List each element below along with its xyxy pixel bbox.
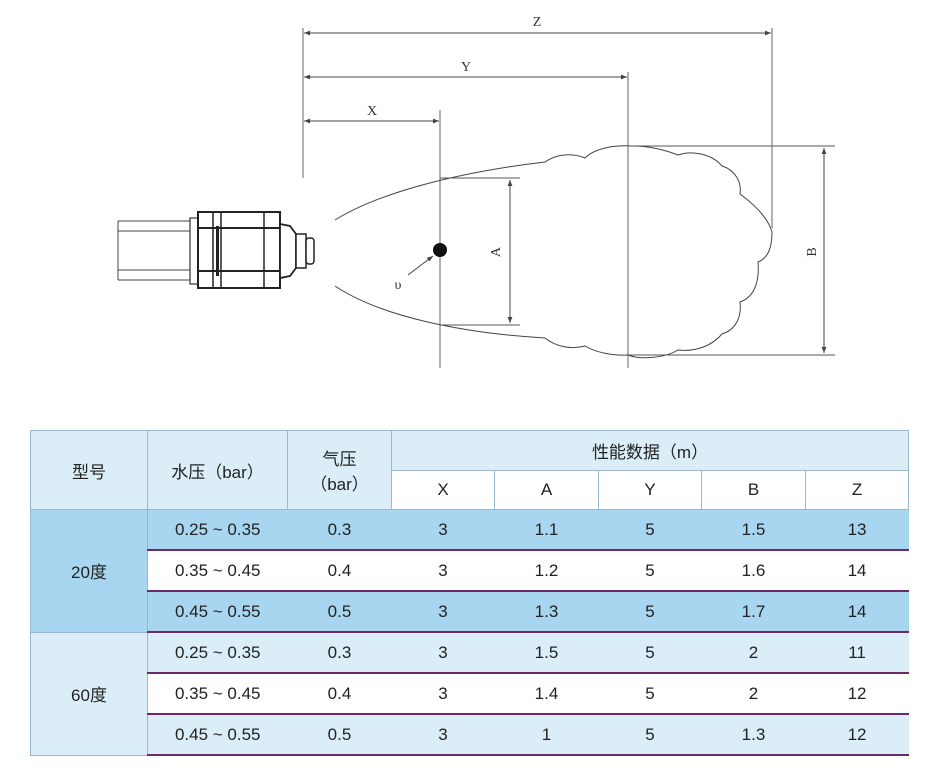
air-pressure-cell: 0.4 xyxy=(287,550,392,592)
z-cell: 14 xyxy=(805,591,909,633)
spray-diagram: Z Y X A B υ xyxy=(117,15,835,368)
angle-pointer xyxy=(407,255,434,276)
droplet-marker xyxy=(433,243,447,257)
water-pressure-cell: 0.25 ~ 0.35 xyxy=(147,632,288,674)
header-air-pressure: 气压 （bar） xyxy=(287,430,392,510)
b-cell: 1.5 xyxy=(701,509,806,551)
x-label: X xyxy=(367,104,377,119)
y-cell: 5 xyxy=(598,550,702,592)
b-label: B xyxy=(805,247,820,256)
air-pressure-cell: 0.4 xyxy=(287,673,392,715)
header-water-pressure: 水压（bar） xyxy=(147,430,288,510)
a-cell: 1 xyxy=(494,714,599,756)
water-pressure-cell: 0.25 ~ 0.35 xyxy=(147,509,288,551)
header-z: Z xyxy=(804,470,910,510)
b-cell: 1.7 xyxy=(701,591,806,633)
water-pressure-cell: 0.35 ~ 0.45 xyxy=(147,550,288,592)
air-pressure-cell: 0.3 xyxy=(287,632,392,674)
b-cell: 1.6 xyxy=(701,550,806,592)
z-cell: 12 xyxy=(805,673,909,715)
x-cell: 3 xyxy=(391,673,495,715)
b-cell: 2 xyxy=(701,673,806,715)
x-cell: 3 xyxy=(391,714,495,756)
a-cell: 1.1 xyxy=(494,509,599,551)
water-pressure-cell: 0.35 ~ 0.45 xyxy=(147,673,288,715)
y-cell: 5 xyxy=(598,673,702,715)
table-row: 0.45 ~ 0.55 0.5 3 1.3 5 1.7 14 xyxy=(31,591,909,633)
spray-plume-outline xyxy=(334,145,773,359)
performance-table: 型号 水压（bar） 气压 （bar） 性能数据（m） X A Y B Z 20… xyxy=(30,430,910,756)
air-pressure-cell: 0.5 xyxy=(287,591,392,633)
table-row: 60度 0.25 ~ 0.35 0.3 3 1.5 5 2 11 xyxy=(30,632,909,756)
a-cell: 1.4 xyxy=(494,673,599,715)
b-cell: 1.3 xyxy=(701,714,806,756)
header-model: 型号 xyxy=(30,430,148,510)
x-cell: 3 xyxy=(391,591,495,633)
header-y: Y xyxy=(598,470,702,510)
water-pressure-cell: 0.45 ~ 0.55 xyxy=(147,591,288,633)
header-air-pressure-line2: （bar） xyxy=(310,475,369,494)
table-row: 0.35 ~ 0.45 0.4 3 1.4 5 2 12 xyxy=(31,673,909,715)
model-cell: 20度 xyxy=(30,509,148,633)
a-cell: 1.2 xyxy=(494,550,599,592)
b-cell: 2 xyxy=(701,632,806,674)
table-row: 0.45 ~ 0.55 0.5 3 1 5 1.3 12 xyxy=(31,714,909,756)
x-cell: 3 xyxy=(391,509,495,551)
y-cell: 5 xyxy=(598,714,702,756)
a-cell: 1.3 xyxy=(494,591,599,633)
a-label: A xyxy=(489,246,504,257)
angle-label: υ xyxy=(395,278,402,293)
y-cell: 5 xyxy=(598,509,702,551)
header-air-pressure-line1: 气压 xyxy=(322,450,357,469)
air-pressure-cell: 0.5 xyxy=(287,714,392,756)
y-cell: 5 xyxy=(598,591,702,633)
z-cell: 12 xyxy=(805,714,909,756)
y-label: Y xyxy=(461,60,471,75)
table-row: 20度 0.25 ~ 0.35 0.3 3 1.1 5 1.5 13 xyxy=(30,509,909,633)
water-pressure-cell: 0.45 ~ 0.55 xyxy=(147,714,288,756)
a-cell: 1.5 xyxy=(494,632,599,674)
header-a: A xyxy=(494,470,599,510)
header-x: X xyxy=(391,470,495,510)
x-cell: 3 xyxy=(391,632,495,674)
model-cell: 60度 xyxy=(30,632,148,756)
x-cell: 3 xyxy=(391,550,495,592)
nozzle-icon xyxy=(117,211,315,289)
header-performance: 性能数据（m） xyxy=(390,430,910,471)
y-cell: 5 xyxy=(598,632,702,674)
header-b: B xyxy=(701,470,806,510)
z-label: Z xyxy=(533,15,542,30)
z-cell: 14 xyxy=(805,550,909,592)
z-cell: 13 xyxy=(805,509,909,551)
z-cell: 11 xyxy=(805,632,909,674)
table-row: 0.35 ~ 0.45 0.4 3 1.2 5 1.6 14 xyxy=(31,550,909,592)
air-pressure-cell: 0.3 xyxy=(287,509,392,551)
